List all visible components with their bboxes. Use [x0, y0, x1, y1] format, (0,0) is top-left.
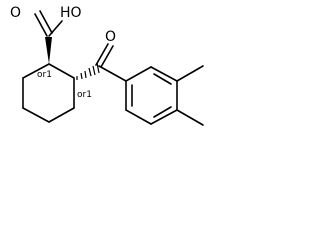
- ketone-aryl-bond: [98, 65, 127, 82]
- wedge-bond: [45, 37, 52, 64]
- methyl-bond: [176, 65, 204, 82]
- ring-bond: [150, 66, 178, 82]
- ring-bond: [125, 66, 152, 82]
- hashed-bond-stripe: [92, 65, 96, 76]
- ring-bond: [48, 63, 75, 79]
- stereo-label-c2: or1: [77, 90, 92, 100]
- hashed-bond-stripe: [96, 62, 100, 74]
- carbonyl-double-bond: [39, 10, 53, 34]
- ring-bond: [22, 63, 50, 79]
- ring-bond: [22, 107, 50, 123]
- carboxyl-oxygen-label: O: [10, 5, 21, 21]
- hydroxyl-label: HO: [60, 5, 82, 21]
- ring-bond: [125, 109, 152, 125]
- aromatic-double-bond: [153, 73, 172, 85]
- ketone-oxygen-label: O: [105, 29, 116, 45]
- methyl-groups: [176, 65, 204, 126]
- cyclohexane-ring: [22, 63, 75, 123]
- c-oh-bond: [48, 20, 63, 37]
- carboxylic-acid-group: O HO: [10, 5, 82, 64]
- ring-bond: [150, 109, 178, 125]
- carbonyl-double-bond: [34, 13, 48, 37]
- carbonyl-double-bond: [95, 43, 109, 66]
- aromatic-double-bond: [153, 106, 172, 118]
- carbonyl-double-bond: [100, 45, 114, 68]
- molecule-structure: O HO O or1 or1: [10, 5, 204, 126]
- ketone-group: O: [76, 29, 127, 82]
- hashed-bond-stripe: [84, 70, 87, 79]
- stereo-label-c1: or1: [37, 70, 52, 80]
- hashed-bond-stripe: [80, 72, 83, 80]
- ring-bond: [48, 107, 75, 123]
- hashed-bond-stripe: [88, 67, 92, 77]
- methyl-bond: [176, 109, 204, 126]
- benzene-ring: [125, 66, 178, 125]
